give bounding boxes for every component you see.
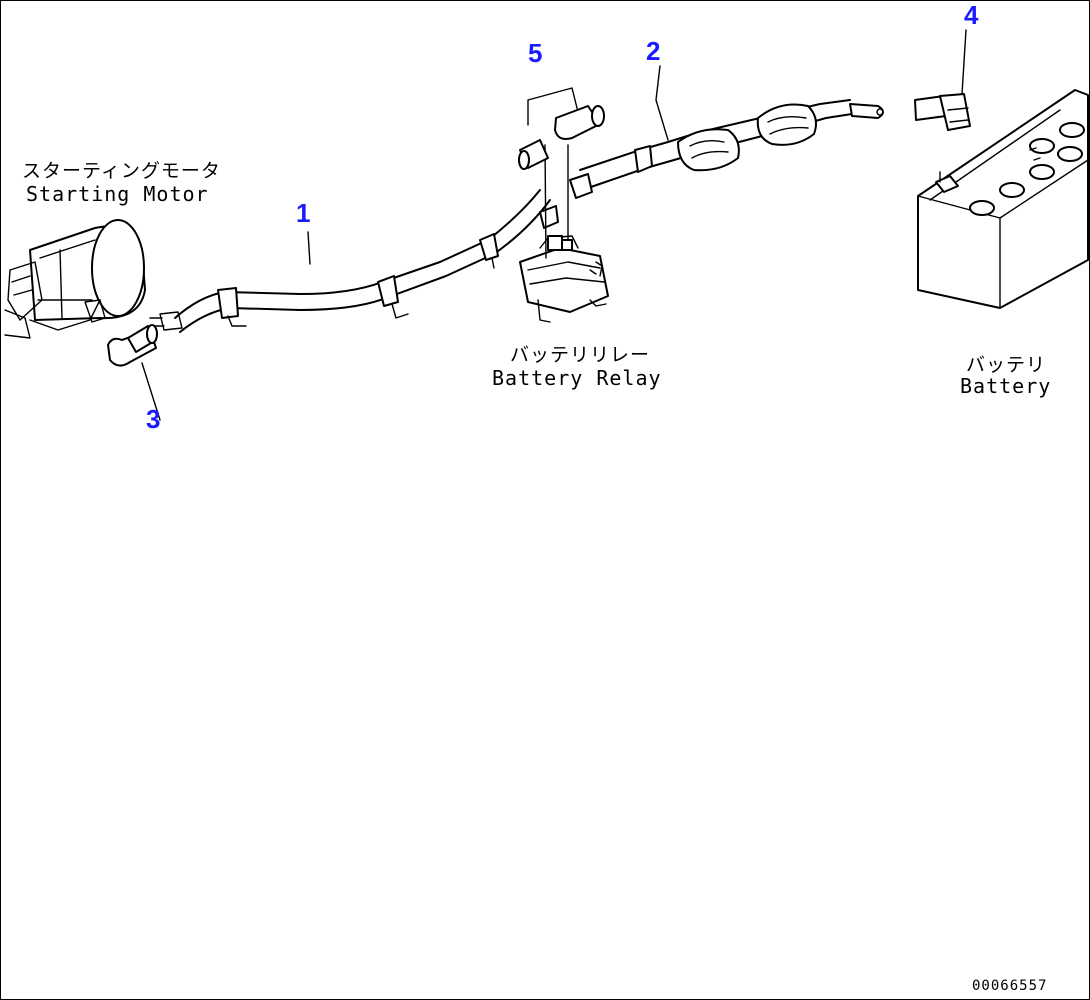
battery-illustration	[917, 89, 1089, 309]
terminal-cap-5	[518, 105, 605, 170]
cable-1	[149, 189, 559, 333]
starting-motor-label-jp: スターティングモータ	[22, 160, 221, 182]
terminal-cap-3	[107, 324, 161, 421]
starting-motor-label-en: Starting Motor	[26, 182, 209, 206]
cable-2	[569, 65, 884, 199]
battery-relay-label-jp: バッテリリレー	[510, 344, 651, 366]
callout-4: 4	[964, 0, 979, 30]
callout-3: 3	[146, 404, 161, 434]
leader-line-1	[307, 231, 311, 265]
callout-5: 5	[528, 38, 543, 68]
battery-relay-label-en: Battery Relay	[492, 366, 662, 390]
drawing-code: 00066557	[972, 978, 1048, 994]
battery-label-jp: バッテリ	[966, 354, 1047, 376]
battery-relay-illustration	[519, 235, 609, 323]
battery-label-en: Battery	[960, 374, 1052, 398]
relay-studs	[527, 87, 579, 259]
callout-2: 2	[646, 36, 661, 66]
starting-motor-illustration	[4, 219, 146, 339]
terminal-cap-4	[914, 29, 971, 131]
callout-1: 1	[296, 198, 311, 228]
